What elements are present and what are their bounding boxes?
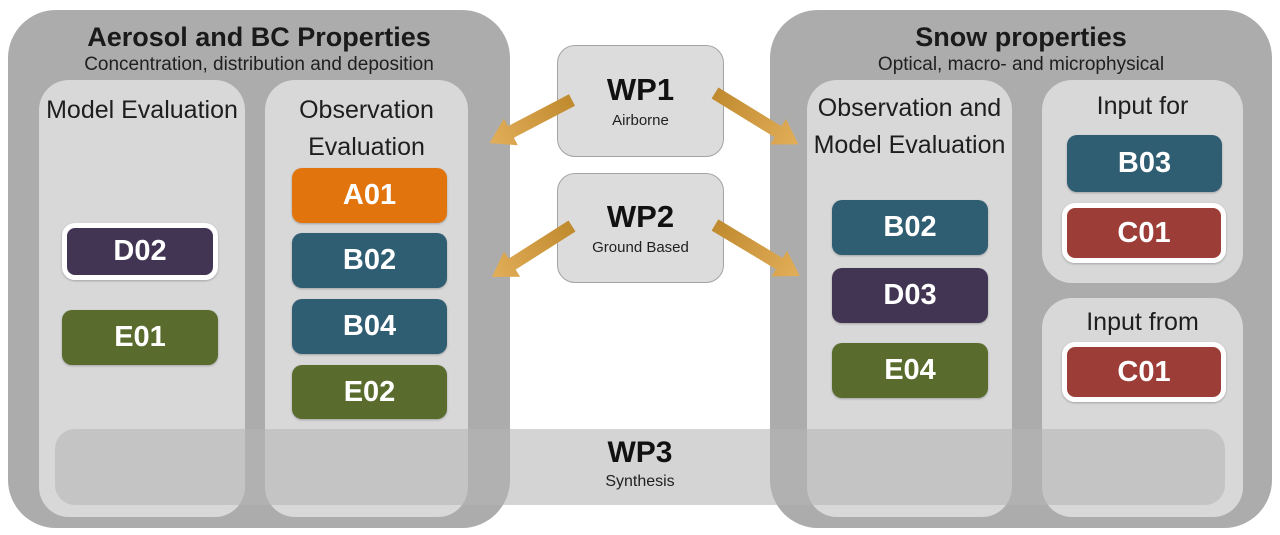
chip-e02: E02	[292, 365, 447, 419]
wp2-subtitle: Ground Based	[592, 239, 689, 256]
observation-evaluation-title: Observation Evaluation	[299, 96, 434, 161]
wp1-title: WP1	[606, 72, 675, 107]
chip-c01-input-from: C01	[1062, 342, 1226, 402]
input-for-title: Input for	[1096, 92, 1189, 120]
chip-b03: B03	[1067, 135, 1222, 192]
chip-b04: B04	[292, 299, 447, 354]
model-evaluation-title: Model Evaluation	[46, 96, 238, 124]
chip-b02-right: B02	[832, 200, 988, 255]
wp3-band: WP3 Synthesis	[55, 429, 1225, 505]
chip-a01: A01	[292, 168, 447, 223]
wp3-title: WP3	[607, 436, 673, 469]
aerosol-group-subtitle: Concentration, distribution and depositi…	[84, 54, 434, 75]
wp2-box: WP2 Ground Based	[557, 173, 724, 283]
chip-c01-input-for: C01	[1062, 203, 1226, 263]
wp3-subtitle: Synthesis	[605, 473, 675, 490]
chip-e04: E04	[832, 343, 988, 398]
wp1-subtitle: Airborne	[612, 112, 669, 129]
snow-group-subtitle: Optical, macro- and microphysical	[877, 54, 1165, 75]
wp1-box: WP1 Airborne	[557, 45, 724, 157]
chip-b02-left: B02	[292, 233, 447, 288]
obs-model-evaluation-title: Observation and Model Evaluation	[813, 94, 1006, 159]
aerosol-group-title: Aerosol and BC Properties	[87, 22, 431, 52]
chip-e01: E01	[62, 310, 218, 365]
wp2-title: WP2	[606, 199, 675, 234]
chip-d03: D03	[832, 268, 988, 323]
input-from-title: Input from	[1086, 308, 1199, 336]
snow-group-title: Snow properties	[915, 22, 1127, 52]
chip-d02: D02	[62, 223, 218, 280]
